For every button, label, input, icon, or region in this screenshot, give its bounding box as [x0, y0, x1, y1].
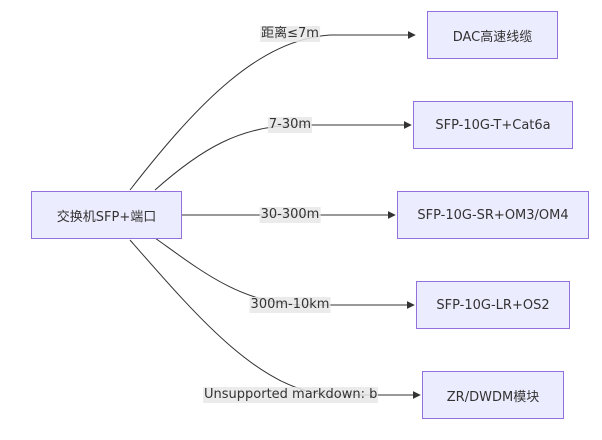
lr-node: SFP-10G-LR+OS2	[416, 281, 570, 329]
dac-node: DAC高速线缆	[427, 11, 558, 59]
edge-line-zr	[129, 239, 421, 399]
zr-node: ZR/DWDM模块	[422, 371, 564, 419]
sr-node-label: SFP-10G-SR+OM3/OM4	[417, 207, 569, 223]
dac-node-label: DAC高速线缆	[452, 29, 533, 45]
zr-node-label: ZR/DWDM模块	[446, 389, 540, 405]
edge-label-lr: 300m-10km	[249, 297, 331, 313]
edge-label-sr: 30-300m	[259, 207, 321, 223]
edge-line-dac	[129, 31, 416, 191]
lr-node-label: SFP-10G-LR+OS2	[436, 297, 550, 313]
source-node-label: 交换机SFP+端口	[56, 209, 157, 225]
edge-line-t	[154, 121, 412, 191]
t-node-label: SFP-10G-T+Cat6a	[435, 117, 551, 133]
sr-node: SFP-10G-SR+OM3/OM4	[397, 191, 589, 239]
edge-label-zr: Unsupported markdown: blockquote	[203, 387, 378, 403]
source-node: 交换机SFP+端口	[31, 191, 182, 239]
edge-label-dac: 距离≤7m	[260, 26, 320, 42]
t-node: SFP-10G-T+Cat6a	[413, 101, 573, 149]
edge-line-lr	[154, 237, 415, 309]
edge-label-t: 7-30m	[267, 117, 313, 133]
